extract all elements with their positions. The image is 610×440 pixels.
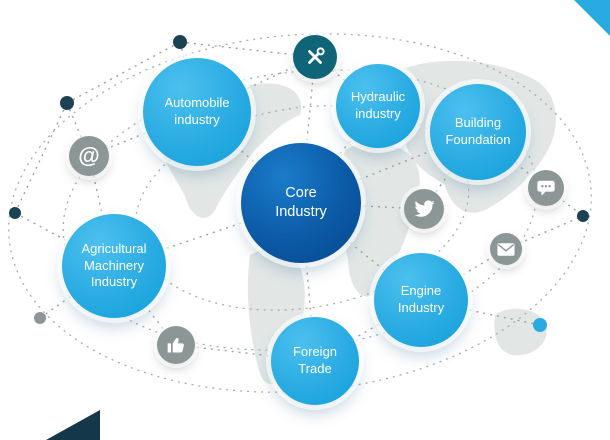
thumbs-up-glyph	[167, 337, 184, 353]
at-sign-icon: @	[69, 136, 109, 176]
corner-accent-top-right	[574, 0, 610, 36]
twitter-bird-icon	[404, 189, 444, 229]
node-label: Building Foundation	[445, 115, 511, 147]
envelope-icon	[490, 233, 522, 265]
twitter-bird-glyph	[414, 200, 434, 217]
node-agricultural-machinery-industry: Agricultural Machinery Industry	[62, 214, 166, 318]
node-hydraulic-industry: Hydraulic industry	[336, 64, 420, 148]
node-core-industry: Core Industry	[241, 143, 361, 263]
node-label: Engine Industry	[397, 283, 445, 315]
orbit-dots	[9, 35, 589, 332]
node-label: Hydraulic industry	[350, 89, 406, 121]
node-label: Agricultural Machinery Industry	[81, 240, 147, 290]
thumbs-up-icon	[157, 326, 195, 364]
node-label: Foreign Trade	[292, 344, 338, 376]
corner-accent-bottom-left	[46, 410, 100, 440]
chat-bubble-glyph	[537, 180, 555, 196]
node-automobile-industry: Automobile industry	[143, 58, 251, 166]
node-engine-industry: Engine Industry	[374, 253, 468, 347]
node-label: Core Industry	[275, 185, 327, 220]
chat-bubble-icon	[528, 170, 564, 206]
tools-icon	[293, 35, 337, 79]
node-foreign-trade: Foreign Trade	[271, 317, 359, 405]
at-sign-glyph: @	[78, 143, 100, 168]
node-building-foundation: Building Foundation	[430, 84, 526, 180]
envelope-glyph	[497, 242, 515, 256]
tools-icon-glyph	[308, 47, 325, 64]
node-label: Automobile industry	[164, 95, 230, 127]
